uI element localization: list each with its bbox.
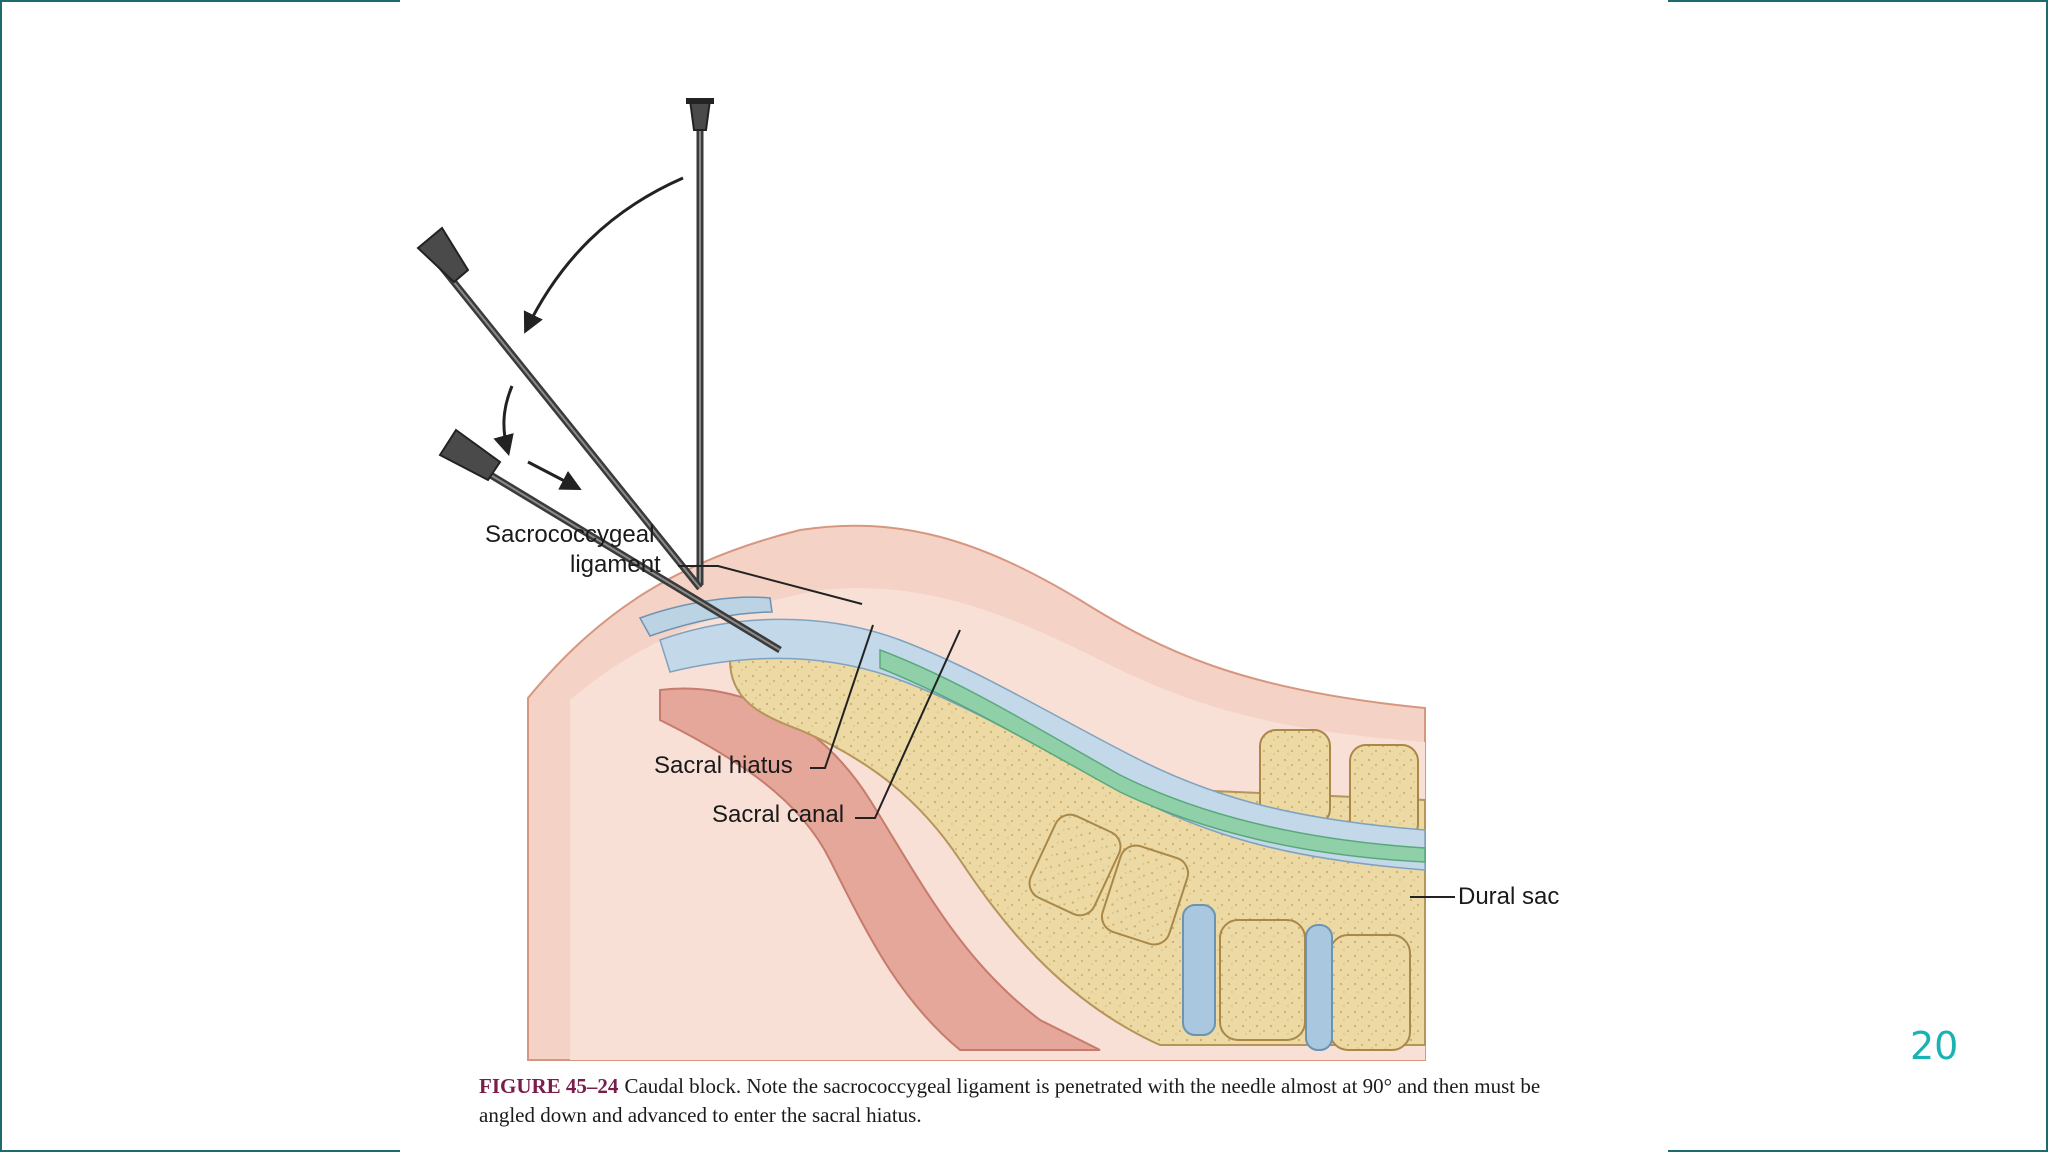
label-sacral-canal: Sacral canal (712, 801, 845, 828)
label-sacrococcygeal-line1: Sacrococcygeal (485, 521, 655, 548)
sacrococcygeal-ligament (638, 596, 773, 637)
frame-left-line (0, 0, 2, 1152)
anatomy-illustration (416, 98, 1455, 1061)
label-sacrococcygeal-line2: ligament (570, 551, 661, 578)
dural-sac-band (879, 648, 1426, 863)
frame-right-line (2046, 0, 2048, 1152)
page-number: 20 (1910, 1024, 1959, 1068)
arrow-curved-large (523, 176, 684, 334)
caption-figure-number: FIGURE 45–24 (479, 1074, 619, 1098)
needle-angled-upper (416, 226, 703, 591)
caption-text: Caudal block. Note the sacrococcygeal li… (479, 1074, 1541, 1127)
arrow-advance (527, 460, 582, 490)
vertebrae (1028, 729, 1419, 1051)
needle-vertical (686, 98, 714, 585)
caudal-block-figure: Sacrococcygeal ligament Sacral hiatus Sa… (400, 0, 1668, 1152)
frame-bottom-left-line (0, 1150, 400, 1152)
frame-top-left-line (0, 0, 400, 2)
needle-angled-lower (438, 428, 782, 653)
intervertebral-discs (1182, 904, 1333, 1051)
frame-top-right-line (1668, 0, 2048, 2)
arrow-curved-small (493, 385, 514, 457)
label-leader-lines (678, 565, 1455, 898)
label-sacral-hiatus: Sacral hiatus (654, 752, 793, 779)
frame-bottom-right-line (1668, 1150, 2048, 1152)
label-dural-sac: Dural sac (1458, 883, 1560, 910)
